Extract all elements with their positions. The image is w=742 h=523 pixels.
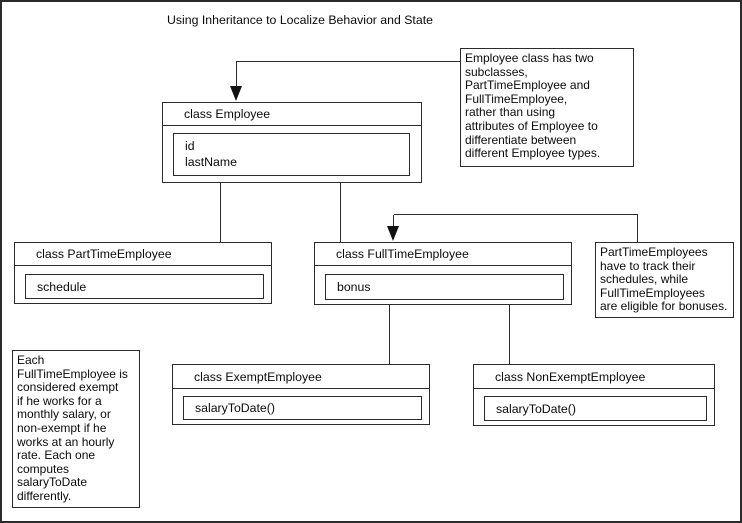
- callout-line-note-to-fulltimeemployee: [637, 215, 639, 242]
- callout-line-note-to-employee: [236, 61, 238, 88]
- class-name-label: class NonExemptEmployee: [474, 365, 714, 389]
- connector-fulltimeemployee-nonexemptemployee: [509, 305, 511, 364]
- class-name-label: class Employee: [163, 103, 421, 126]
- callout-arrowhead-down-icon: [387, 226, 399, 241]
- callout-line-note-to-fulltimeemployee: [394, 214, 638, 216]
- note-employee-subclasses: Employee class has two subclasses, PartT…: [460, 48, 634, 167]
- class-box-parttimeemployee: class PartTimeEmployee schedule: [14, 242, 272, 304]
- callout-arrowhead-down-icon: [230, 86, 242, 101]
- class-name-label: class ExemptEmployee: [173, 365, 429, 389]
- class-box-nonexemptemployee: class NonExemptEmployee salaryToDate(): [473, 364, 715, 426]
- class-members-box: salaryToDate(): [484, 396, 707, 421]
- callout-line-note-to-fulltimeemployee: [393, 215, 395, 228]
- class-members-box: schedule: [25, 274, 264, 299]
- note-exempt-nonexempt: Each FullTimeEmployee is considered exem…: [12, 350, 140, 508]
- diagram-title: Using Inheritance to Localize Behavior a…: [167, 13, 433, 27]
- class-name-label: class PartTimeEmployee: [15, 243, 271, 266]
- class-members-box: salaryToDate(): [183, 396, 422, 420]
- class-box-employee: class Employee id lastName: [162, 102, 422, 183]
- class-box-exemptemployee: class ExemptEmployee salaryToDate(): [172, 364, 430, 425]
- callout-line-note-to-employee: [237, 61, 460, 63]
- class-members-box: id lastName: [173, 133, 410, 176]
- connector-fulltimeemployee-exemptemployee: [389, 305, 391, 364]
- class-members-box: bonus: [325, 274, 564, 300]
- note-parttime-fulltime: PartTimeEmployees have to track their sc…: [595, 242, 734, 318]
- connector-employee-parttimeemployee: [220, 183, 222, 242]
- connector-employee-fulltimeemployee: [340, 183, 342, 242]
- class-box-fulltimeemployee: class FullTimeEmployee bonus: [314, 242, 572, 305]
- class-name-label: class FullTimeEmployee: [315, 243, 571, 266]
